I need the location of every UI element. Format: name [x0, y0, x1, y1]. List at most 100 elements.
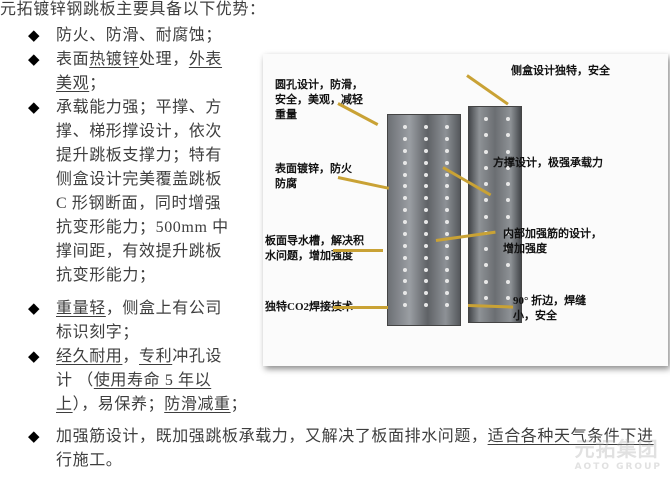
list-item-line: 表面热镀锌处理，外表 [56, 50, 222, 70]
list-item-line: 上），易保养；防滑减重； [56, 395, 247, 415]
board-hole [424, 125, 428, 129]
scaffold-board-photo: 圆孔设计，防滑， 安全，美观，减轻 重量表面镀锌，防火 防腐板面导水槽，解决积 … [263, 54, 668, 366]
board-hole [402, 184, 407, 189]
text: ，侧盒上有公司 [105, 300, 223, 317]
bullet-icon: ◆ [28, 301, 40, 317]
board-hole [424, 255, 428, 260]
board-hole [424, 243, 428, 248]
text: C 形钢断面，同时增强 [56, 195, 222, 212]
pointer-line [333, 249, 383, 252]
watermark-cn: 元拓集团 [574, 437, 659, 461]
underlined-text: 防滑减重 [164, 396, 231, 413]
board-hole [484, 214, 489, 219]
board-hole [505, 165, 510, 170]
list-item-line: 标识刻字； [56, 323, 139, 343]
text: ； [89, 75, 106, 92]
board-hole [424, 196, 428, 201]
underlined-text: 热镀锌 [89, 51, 140, 68]
board-hole [424, 231, 428, 236]
text: ； [230, 396, 248, 413]
list-item-line: 加强筋设计，既加强跳板承载力，又解决了板面排水问题，适合各种天气条件下进 [56, 427, 654, 447]
board-hole [445, 136, 450, 141]
board-hole [424, 303, 428, 308]
board-hole [424, 160, 428, 165]
board-hole [402, 303, 407, 308]
text: 计 （ [56, 372, 94, 389]
list-item-line: 美观； [56, 74, 106, 94]
board-hole [402, 125, 407, 129]
photo-label-right-1: 侧盒设计独特，安全 [511, 65, 610, 77]
board-hole [505, 279, 510, 284]
underlined-text: 外表 [188, 51, 223, 68]
watermark-en: AOTO GROUP [574, 462, 662, 472]
photo-label-right-2: 方撑设计，极强承载力 [493, 157, 603, 169]
text: 承载能力强；平撑、方 [56, 99, 223, 116]
board-hole [484, 133, 489, 138]
board-hole [445, 172, 450, 177]
underlined-text: 适合各种天气条件下进 [487, 428, 654, 445]
board-hole [424, 220, 428, 224]
text: 表面 [56, 51, 90, 68]
board-hole [505, 133, 510, 138]
board-hole [402, 172, 407, 177]
board-hole [424, 136, 428, 141]
photo-label-left-2: 表面镀锌，防火 防腐 [275, 163, 352, 190]
board-hole [484, 182, 489, 186]
board-hole [445, 160, 450, 165]
board-hole [484, 198, 489, 203]
list-item-line: 承载能力强；平撑、方 [56, 98, 222, 118]
board-hole [402, 136, 407, 141]
board-hole [484, 263, 489, 268]
text: ），易保养； [72, 396, 165, 413]
photo-label-right-3: 内部加强筋的设计， 增加强度 [503, 228, 602, 255]
text: 冲孔设 [172, 348, 223, 365]
list-item-line: C 形钢断面，同时增强 [56, 194, 221, 214]
board-hole [402, 267, 407, 272]
board-hole [505, 247, 510, 251]
underlined-text: 经久耐用 [56, 348, 123, 365]
underlined-text: 使用寿命 5 年以 [93, 372, 212, 389]
text: 侧盒设计完美覆盖跳板 [56, 171, 223, 188]
text: 防火、防滑、耐腐蚀； [56, 27, 223, 44]
bullet-icon: ◆ [28, 349, 40, 365]
board-hole [505, 198, 510, 203]
bullet-icon: ◆ [28, 100, 40, 116]
board-hole [445, 267, 450, 272]
photo-label-right-4: 90° 折边，焊缝 小，安全 [513, 295, 587, 322]
underlined-text: 美观 [56, 75, 90, 92]
board-hole [484, 247, 489, 251]
board-back [468, 106, 522, 323]
board-hole [402, 291, 407, 296]
list-item-line: 行施工。 [56, 451, 122, 471]
board-hole [402, 160, 407, 165]
text: 加强筋设计，既加强跳板承载力，又解决了板面排水问题， [56, 428, 488, 445]
board-hole [484, 117, 489, 121]
text: 提升跳板支撑力；特有 [56, 147, 223, 164]
list-item-line: 提升跳板支撑力；特有 [56, 146, 222, 166]
aoto-group-watermark-logo: 元拓集团 AOTO GROUP [575, 433, 662, 472]
board-hole [402, 255, 407, 260]
bullet-icon: ◆ [28, 429, 40, 445]
board-hole [505, 263, 510, 268]
text: 抗变形能力；500mm 中 [56, 219, 229, 236]
board-hole [445, 279, 450, 284]
text: ， [122, 348, 140, 365]
board-hole [484, 295, 489, 300]
board-hole [445, 255, 450, 260]
photo-label-left-1: 圆孔设计，防滑， 安全，美观，减轻 重量 [275, 79, 363, 121]
board-hole [424, 184, 428, 189]
board-hole [424, 279, 428, 284]
pointer-line [333, 306, 388, 309]
board-hole [402, 208, 407, 213]
board-hole [505, 117, 510, 121]
board-hole [402, 231, 407, 236]
bullet-icon: ◆ [28, 52, 40, 68]
list-item-line: 撑、梯形撑设计，依次 [56, 122, 222, 142]
photo-label-left-4: 独特CO2焊接技术 [265, 301, 353, 313]
text: 撑、梯形撑设计，依次 [56, 123, 223, 140]
board-hole [505, 214, 510, 219]
list-item-line: 经久耐用，专利冲孔设 [56, 347, 222, 367]
underlined-text: 重量轻 [56, 300, 106, 317]
board-hole [484, 165, 489, 170]
board-hole [424, 172, 428, 177]
